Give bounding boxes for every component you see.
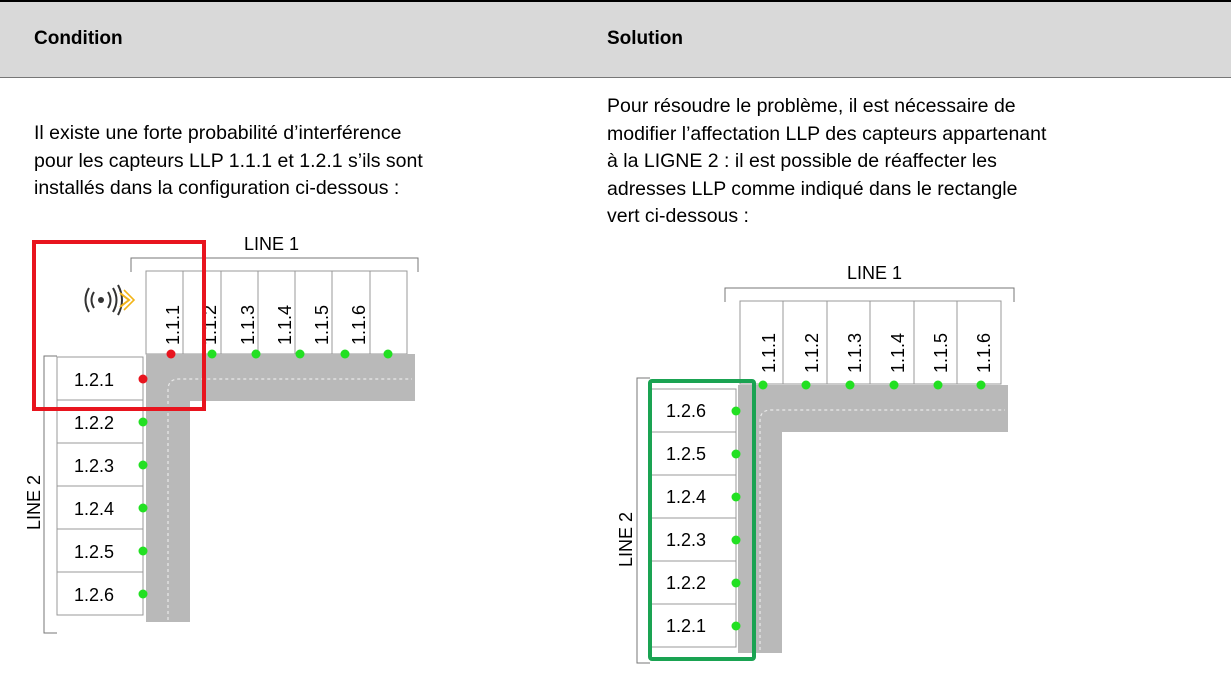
sensor-label: 1.1.1: [759, 333, 779, 373]
line1-sensor-boxes: [739, 300, 1002, 385]
line2-bracket: [43, 355, 57, 634]
sensor-dot: [731, 578, 741, 588]
sensor-dot: [731, 621, 741, 631]
sensor-label: 1.1.2: [802, 333, 822, 373]
sensor-dot: [801, 380, 811, 390]
sensor-label: 1.2.6: [74, 585, 114, 605]
sensor-label: 1.1.1: [163, 305, 183, 345]
solution-text: Pour résoudre le problème, il est nécess…: [607, 93, 1046, 231]
road-shape: [738, 385, 1008, 653]
line2-sensor-boxes: [649, 388, 737, 648]
sensor-dot: [138, 503, 148, 513]
line2-sensor-boxes: [56, 356, 144, 616]
sensor-label: 1.1.3: [845, 333, 865, 373]
sensor-dot: [731, 406, 741, 416]
sensor-dot: [295, 349, 305, 359]
sensor-label: 1.2.4: [74, 499, 114, 519]
line1-sensor-boxes: [145, 270, 408, 355]
sensor-label: 1.1.4: [275, 305, 295, 345]
header-solution: Solution: [607, 28, 683, 49]
condition-text: Il existe une forte probabilité d’interf…: [34, 120, 423, 203]
sensor-dot: [251, 349, 261, 359]
table-header-row: Condition Solution: [0, 2, 1231, 78]
line1-label: LINE 1: [244, 234, 299, 254]
sensor-label: 1.2.3: [666, 530, 706, 550]
sensor-dot: [976, 380, 986, 390]
condition-text-line: installés dans la configuration ci-desso…: [34, 177, 400, 199]
condition-text-line: pour les capteurs LLP 1.1.1 et 1.2.1 s’i…: [34, 149, 423, 172]
sensor-label: 1.1.5: [931, 333, 951, 373]
sensor-dot: [138, 460, 148, 470]
sensor-dot: [138, 546, 148, 556]
line2-bracket: [636, 377, 650, 664]
reassignment-highlight-box: [648, 379, 756, 661]
sensor-label: 1.2.1: [74, 370, 114, 390]
sensor-label: 1.1.3: [238, 305, 258, 345]
sensor-dot: [933, 380, 943, 390]
line2-box: [56, 571, 144, 616]
solution-text-line: Pour résoudre le problème, il est nécess…: [607, 95, 1016, 117]
interference-dot: [138, 374, 148, 384]
sensor-dot: [758, 380, 768, 390]
line1-bracket: [130, 257, 419, 272]
table-top-rule: [0, 0, 1231, 2]
sensor-dot: [340, 349, 350, 359]
sensor-dot: [207, 349, 217, 359]
sensor-dot: [138, 589, 148, 599]
sensor-label: 1.1.4: [888, 333, 908, 373]
sensor-label: 1.2.2: [74, 413, 114, 433]
condition-text-line: Il existe une forte probabilité d’interf…: [34, 122, 402, 144]
solution-text-line: vert ci-dessous :: [607, 205, 749, 227]
sensor-label: 1.2.4: [666, 487, 706, 507]
sensor-label: 1.2.2: [666, 573, 706, 593]
line2-box: [649, 474, 737, 519]
sensor-dot: [731, 449, 741, 459]
sensor-label: 1.2.5: [74, 542, 114, 562]
sensor-label: 1.2.5: [666, 444, 706, 464]
sensor-label: 1.2.6: [666, 401, 706, 421]
sensor-label: 1.2.1: [666, 616, 706, 636]
line2-box: [56, 356, 144, 401]
sensor-label: 1.1.6: [349, 305, 369, 345]
solution-text-line: modifier l’affectation LLP des capteurs …: [607, 122, 1047, 145]
road-centerline: [167, 378, 412, 620]
sensor-label: 1.2.3: [74, 456, 114, 476]
line2-label: LINE 2: [24, 475, 44, 530]
line2-box: [649, 431, 737, 476]
sensor-dot: [731, 535, 741, 545]
sensor-dot: [138, 417, 148, 427]
sensor-signal-icon: [84, 284, 136, 316]
line2-label: LINE 2: [616, 512, 636, 567]
sensor-dot: [383, 349, 393, 359]
road-centerline: [759, 409, 1005, 650]
sensor-dot: [889, 380, 899, 390]
interference-dot: [166, 349, 176, 359]
sensor-dot: [845, 380, 855, 390]
line2-box: [56, 442, 144, 487]
sensor-dot: [731, 492, 741, 502]
solution-text-line: à la LIGNE 2 : il est possible de réaffe…: [607, 150, 997, 172]
sensor-label: 1.1.6: [974, 333, 994, 373]
line1-label: LINE 1: [847, 263, 902, 283]
header-condition: Condition: [34, 28, 123, 49]
solution-text-line: adresses LLP comme indiqué dans le recta…: [607, 177, 1018, 200]
sensor-label: 1.1.5: [312, 305, 332, 345]
interference-highlight-box: [32, 240, 206, 411]
line1-bracket: [724, 287, 1015, 302]
